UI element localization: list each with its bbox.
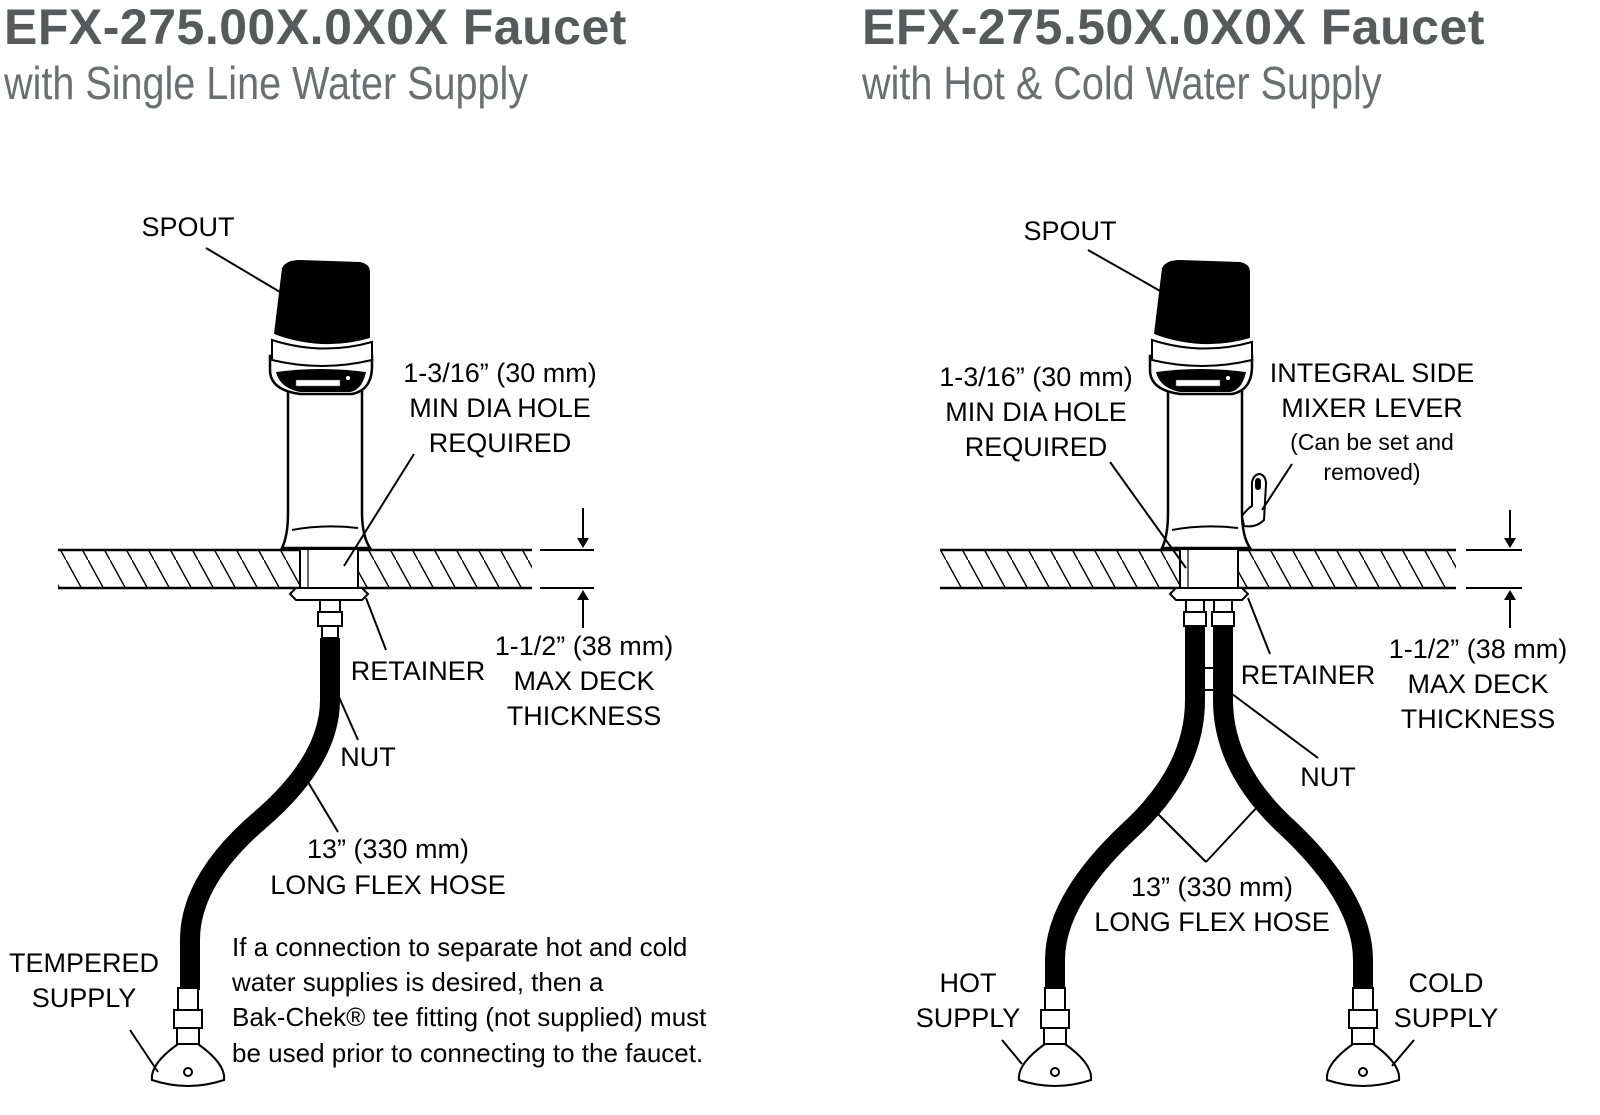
left-stop-valve-icon: [150, 987, 226, 1087]
hot-stop-valve-icon: [1017, 987, 1093, 1087]
left-faucet-diagram: SPOUT 1-3/16” (30 mm) MIN DIA HOLE REQUI…: [9, 212, 707, 1087]
hot-supply-label-2: SUPPLY: [916, 1003, 1021, 1033]
left-supply-label-1: TEMPERED: [9, 948, 159, 978]
left-deck-label-2: MAX DECK: [513, 666, 654, 696]
left-subtitle: with Single Line Water Supply: [4, 57, 529, 109]
left-hole-label-3: REQUIRED: [429, 428, 572, 458]
right-deck-label-2: MAX DECK: [1407, 669, 1548, 699]
left-spout-label: SPOUT: [141, 212, 234, 242]
left-hole-label-1: 1-3/16” (30 mm): [403, 358, 597, 388]
cold-supply-label-2: SUPPLY: [1394, 1003, 1499, 1033]
right-mixer-note-2: removed): [1323, 459, 1420, 485]
left-hose-label-1: 13” (330 mm): [307, 834, 469, 864]
left-retainer-label: RETAINER: [351, 656, 486, 686]
right-hole-label-1: 1-3/16” (30 mm): [939, 362, 1133, 392]
right-nut-label: NUT: [1300, 762, 1356, 792]
left-faucet-icon: [268, 260, 374, 550]
right-subtitle: with Hot & Cold Water Supply: [862, 57, 1382, 109]
right-mixer-note-1: (Can be set and: [1290, 429, 1454, 455]
left-title: EFX-275.00X.0X0X Faucet: [4, 0, 627, 55]
left-deck-label-3: THICKNESS: [507, 701, 662, 731]
right-hose-label-2: LONG FLEX HOSE: [1094, 907, 1330, 937]
left-hole-label-2: MIN DIA HOLE: [409, 393, 591, 423]
right-mixer-label-1: INTEGRAL SIDE: [1270, 358, 1475, 388]
right-faucet-diagram: SPOUT 1-3/16” (30 mm) MIN DIA HOLE REQUI…: [916, 216, 1568, 1087]
cold-stop-valve-icon: [1325, 987, 1401, 1087]
left-note-line-2: water supplies is desired, then a: [231, 967, 604, 997]
left-supply-label-2: SUPPLY: [32, 983, 137, 1013]
right-title: EFX-275.50X.0X0X Faucet: [862, 0, 1485, 55]
left-note-line-3: Bak-Chek® tee fitting (not supplied) mus…: [232, 1002, 707, 1032]
right-spout-label: SPOUT: [1023, 216, 1116, 246]
right-hole-label-3: REQUIRED: [965, 432, 1108, 462]
left-nut-label: NUT: [340, 742, 396, 772]
right-mixer-lever-icon: [1240, 472, 1268, 528]
right-hose-label-1: 13” (330 mm): [1131, 872, 1293, 902]
right-faucet-icon: [1148, 260, 1254, 550]
hot-supply-label-1: HOT: [940, 968, 997, 998]
left-deck-label-1: 1-1/2” (38 mm): [495, 631, 674, 661]
left-hose-label-2: LONG FLEX HOSE: [270, 870, 506, 900]
right-hole-label-2: MIN DIA HOLE: [945, 397, 1127, 427]
left-note-line-1: If a connection to separate hot and cold: [232, 932, 687, 962]
right-retainer-label: RETAINER: [1241, 660, 1376, 690]
cold-supply-label-1: COLD: [1408, 968, 1483, 998]
right-deck-label-3: THICKNESS: [1401, 704, 1556, 734]
right-deck-label-1: 1-1/2” (38 mm): [1389, 634, 1568, 664]
left-deck: [58, 550, 532, 588]
left-note-line-4: be used prior to connecting to the fauce…: [232, 1038, 703, 1068]
right-mixer-label-2: MIXER LEVER: [1281, 393, 1463, 423]
